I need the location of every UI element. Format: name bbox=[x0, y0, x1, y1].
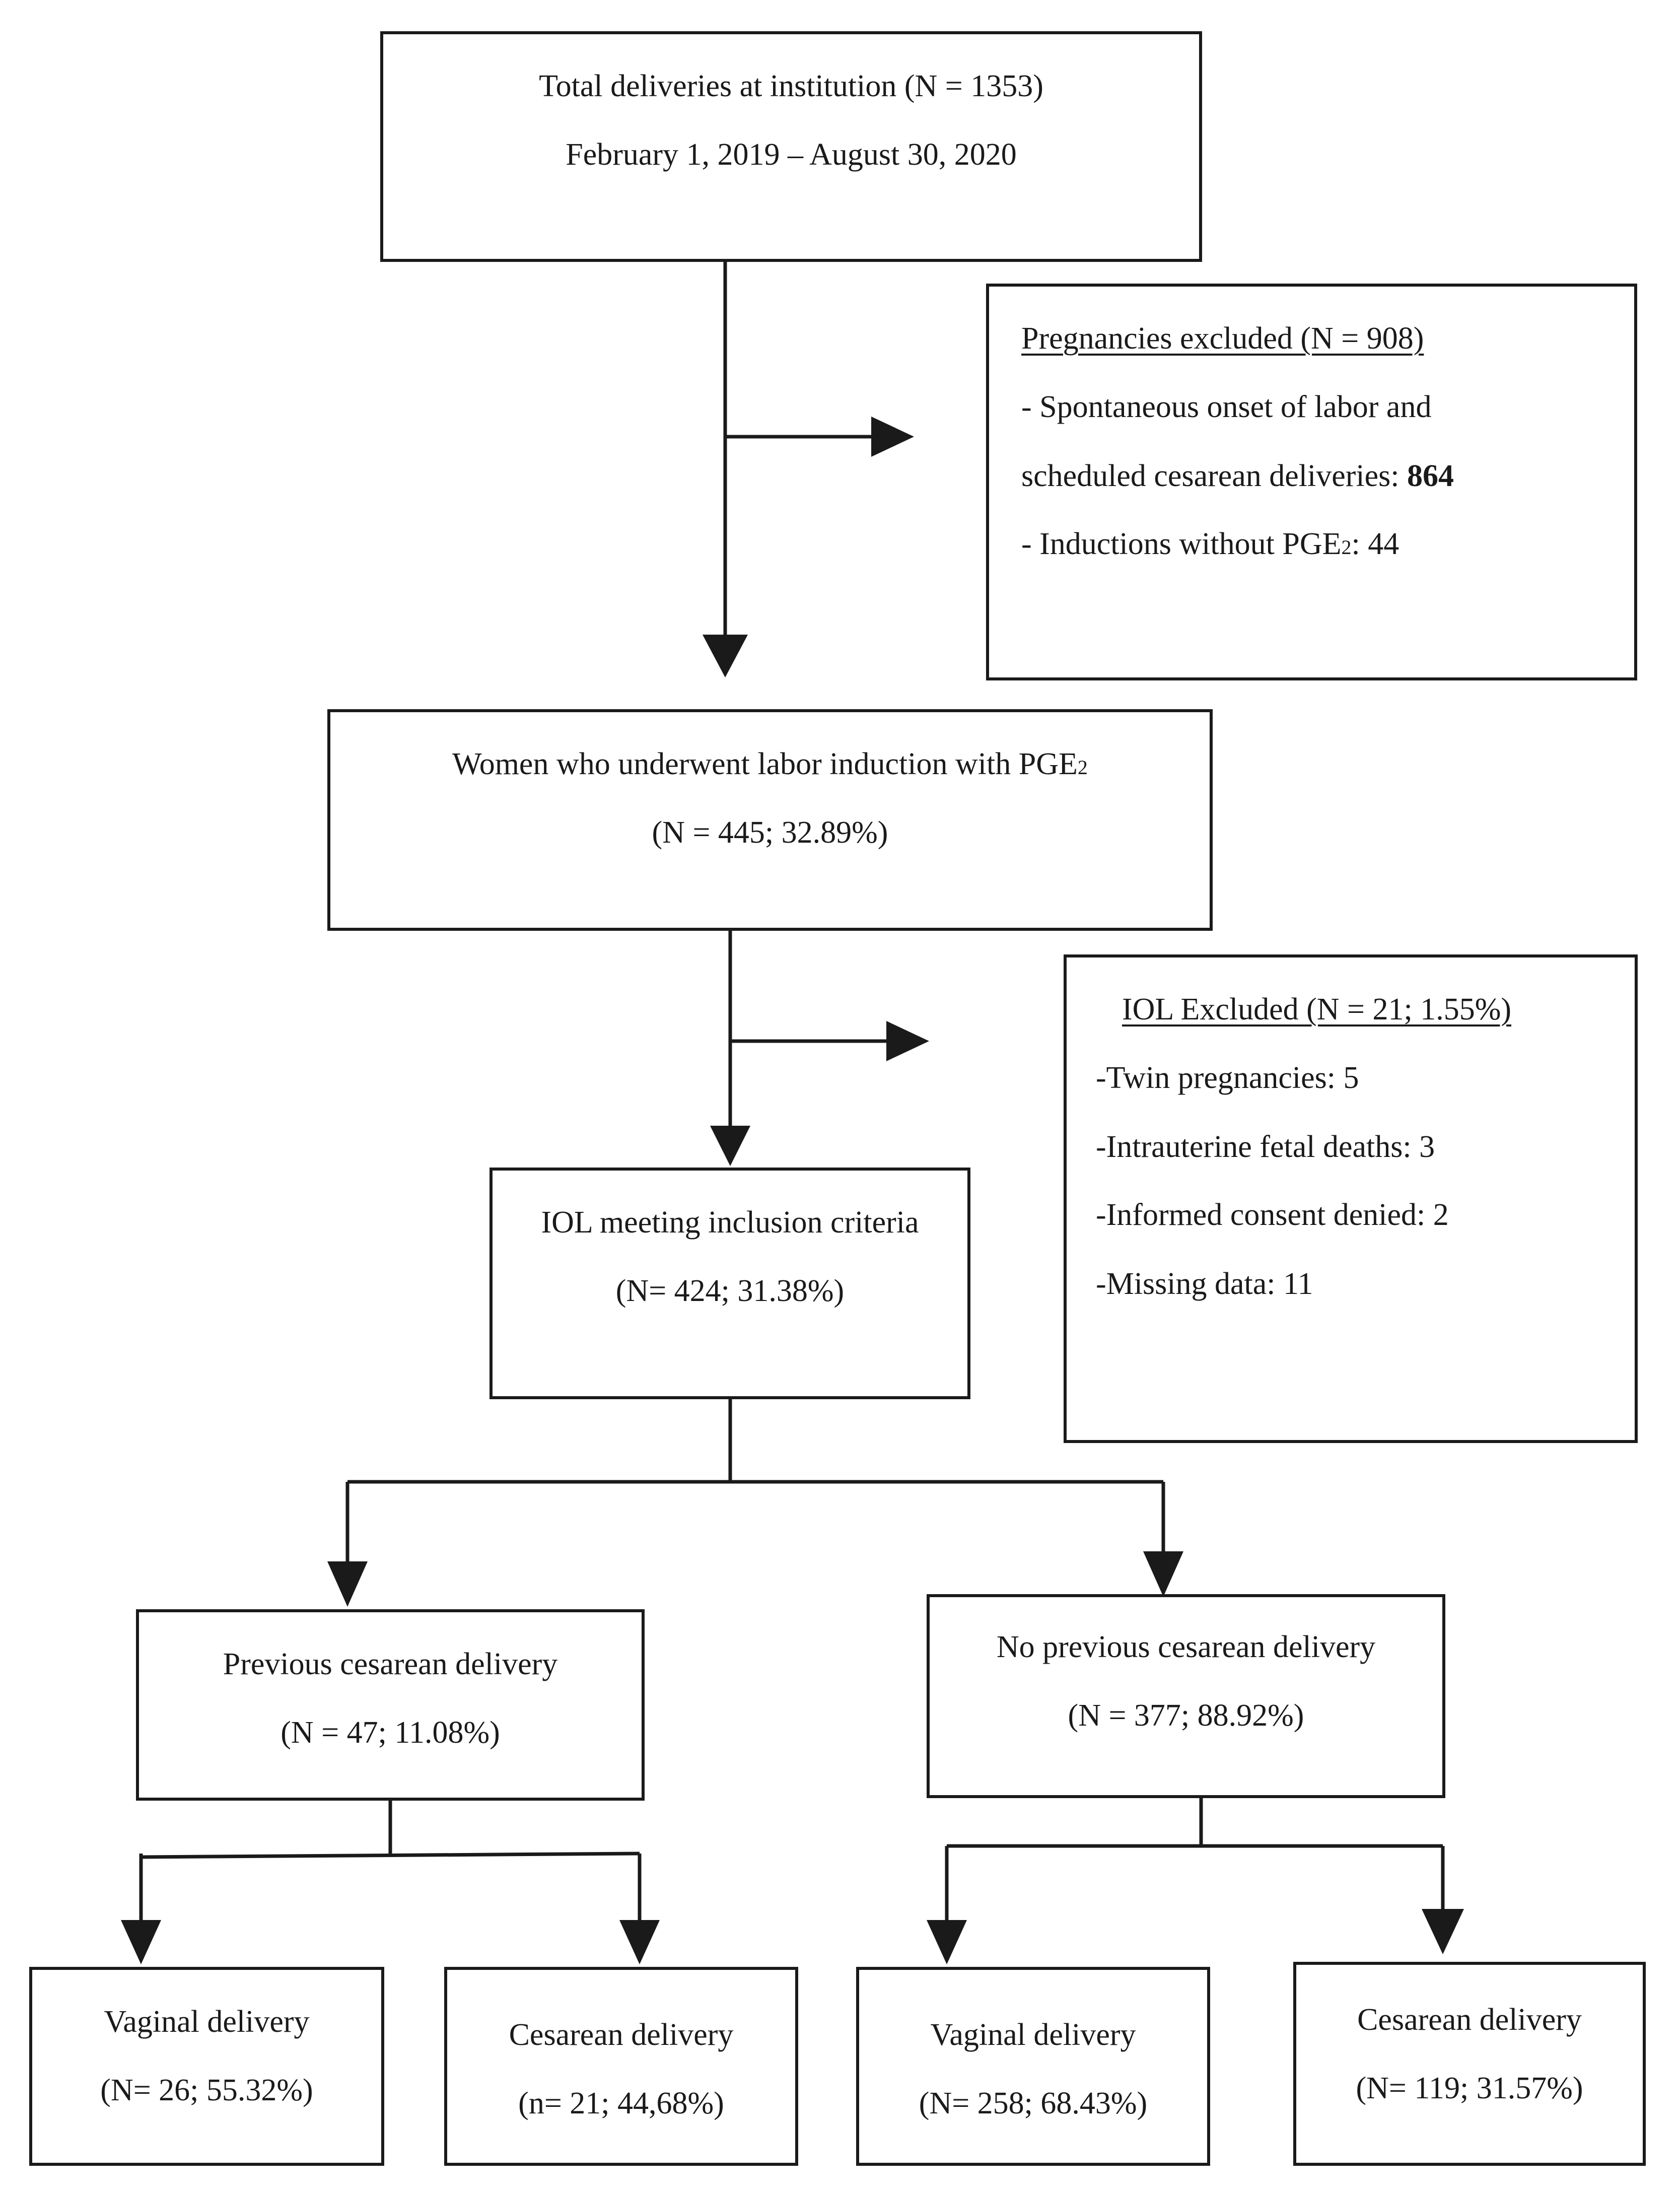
outcome-prev-cesarean-box: Cesarean delivery (n= 21; 44,68%) bbox=[444, 1967, 798, 2166]
pregnancies-excluded-title: Pregnancies excluded (N = 908) bbox=[1021, 321, 1424, 356]
arrowhead-down-to-no-prev-cesarean bbox=[1143, 1551, 1183, 1597]
arrowhead-down-to-noprev-vaginal bbox=[927, 1920, 967, 1964]
arrowhead-down-to-induction bbox=[703, 635, 748, 677]
labor-induction-box: Women who underwent labor induction with… bbox=[327, 709, 1213, 931]
iol-excluded-title: IOL Excluded (N = 21; 1.55%) bbox=[1122, 992, 1512, 1026]
iol-excluded-item: -Missing data: 11 bbox=[1096, 1267, 1313, 1301]
iol-excluded-item: -Intrauterine fetal deaths: 3 bbox=[1096, 1130, 1435, 1164]
iol-excluded-box: IOL Excluded (N = 21; 1.55%) -Twin pregn… bbox=[1064, 954, 1638, 1443]
labor-induction-count: (N = 445; 32.89%) bbox=[652, 815, 888, 850]
pge-subscript: 2 bbox=[1077, 756, 1088, 779]
labor-induction-label: Women who underwent labor induction with… bbox=[452, 747, 1078, 781]
outcome-prev-vaginal-title: Vaginal delivery bbox=[104, 2005, 310, 2039]
inclusion-criteria-title: IOL meeting inclusion criteria bbox=[541, 1205, 919, 1240]
total-deliveries-box: Total deliveries at institution (N = 135… bbox=[380, 31, 1202, 262]
outcome-noprev-cesarean-title: Cesarean delivery bbox=[1357, 2003, 1582, 2037]
outcome-noprev-cesarean-count: (N= 119; 31.57%) bbox=[1356, 2071, 1583, 2105]
arrowhead-down-to-prev-cesarean-outcome bbox=[619, 1920, 660, 1964]
previous-cesarean-count: (N = 47; 11.08%) bbox=[281, 1716, 500, 1750]
total-deliveries-count: Total deliveries at institution (N = 135… bbox=[539, 69, 1043, 103]
outcome-noprev-vaginal-title: Vaginal delivery bbox=[930, 2018, 1136, 2052]
outcome-prev-cesarean-title: Cesarean delivery bbox=[509, 2018, 734, 2052]
outcome-noprev-cesarean-box: Cesarean delivery (N= 119; 31.57%) bbox=[1293, 1962, 1646, 2166]
arrowhead-down-to-inclusion bbox=[710, 1126, 750, 1166]
no-previous-cesarean-title: No previous cesarean delivery bbox=[996, 1630, 1376, 1664]
previous-cesarean-title: Previous cesarean delivery bbox=[223, 1647, 558, 1681]
arrowhead-down-to-noprev-cesarean bbox=[1422, 1909, 1464, 1954]
exclusion-spontaneous-count: 864 bbox=[1407, 459, 1454, 493]
arrowhead-down-to-prev-cesarean bbox=[327, 1561, 368, 1607]
no-previous-cesarean-box: No previous cesarean delivery (N = 377; … bbox=[927, 1594, 1445, 1798]
arrowhead-right-exclusion2 bbox=[886, 1021, 929, 1061]
inclusion-criteria-box: IOL meeting inclusion criteria (N= 424; … bbox=[489, 1168, 970, 1399]
study-period: February 1, 2019 – August 30, 2020 bbox=[566, 138, 1017, 172]
iol-excluded-item: -Informed consent denied: 2 bbox=[1096, 1198, 1449, 1232]
exclusion-inductions-label: - Inductions without PGE bbox=[1021, 527, 1342, 561]
outcome-noprev-vaginal-count: (N= 258; 68.43%) bbox=[919, 2086, 1148, 2120]
outcome-prev-cesarean-count: (n= 21; 44,68%) bbox=[518, 2086, 724, 2120]
outcome-prev-vaginal-count: (N= 26; 55.32%) bbox=[100, 2073, 313, 2107]
arrowhead-down-to-prev-vaginal bbox=[121, 1920, 161, 1964]
exclusion-spontaneous-line1: - Spontaneous onset of labor and bbox=[1021, 390, 1432, 424]
no-previous-cesarean-count: (N = 377; 88.92%) bbox=[1068, 1698, 1304, 1733]
labor-induction-title: Women who underwent labor induction with… bbox=[330, 748, 1210, 780]
previous-cesarean-box: Previous cesarean delivery (N = 47; 11.0… bbox=[136, 1609, 645, 1801]
iol-excluded-item: -Twin pregnancies: 5 bbox=[1096, 1061, 1359, 1095]
connector-prev-horizontal bbox=[141, 1852, 640, 1859]
outcome-prev-vaginal-box: Vaginal delivery (N= 26; 55.32%) bbox=[29, 1967, 384, 2166]
exclusion-spontaneous-line2: scheduled cesarean deliveries: 864 bbox=[1021, 460, 1454, 492]
exclusion-spontaneous-label: scheduled cesarean deliveries: bbox=[1021, 459, 1408, 493]
inclusion-criteria-count: (N= 424; 31.38%) bbox=[615, 1274, 845, 1308]
exclusion-inductions-count: : 44 bbox=[1351, 527, 1399, 561]
outcome-noprev-vaginal-box: Vaginal delivery (N= 258; 68.43%) bbox=[856, 1967, 1210, 2166]
pge-subscript: 2 bbox=[1341, 536, 1352, 559]
arrowhead-right-exclusion1 bbox=[871, 417, 914, 457]
exclusion-inductions-without-pge2: - Inductions without PGE2: 44 bbox=[1021, 528, 1399, 560]
pregnancies-excluded-box: Pregnancies excluded (N = 908) - Spontan… bbox=[986, 284, 1637, 680]
